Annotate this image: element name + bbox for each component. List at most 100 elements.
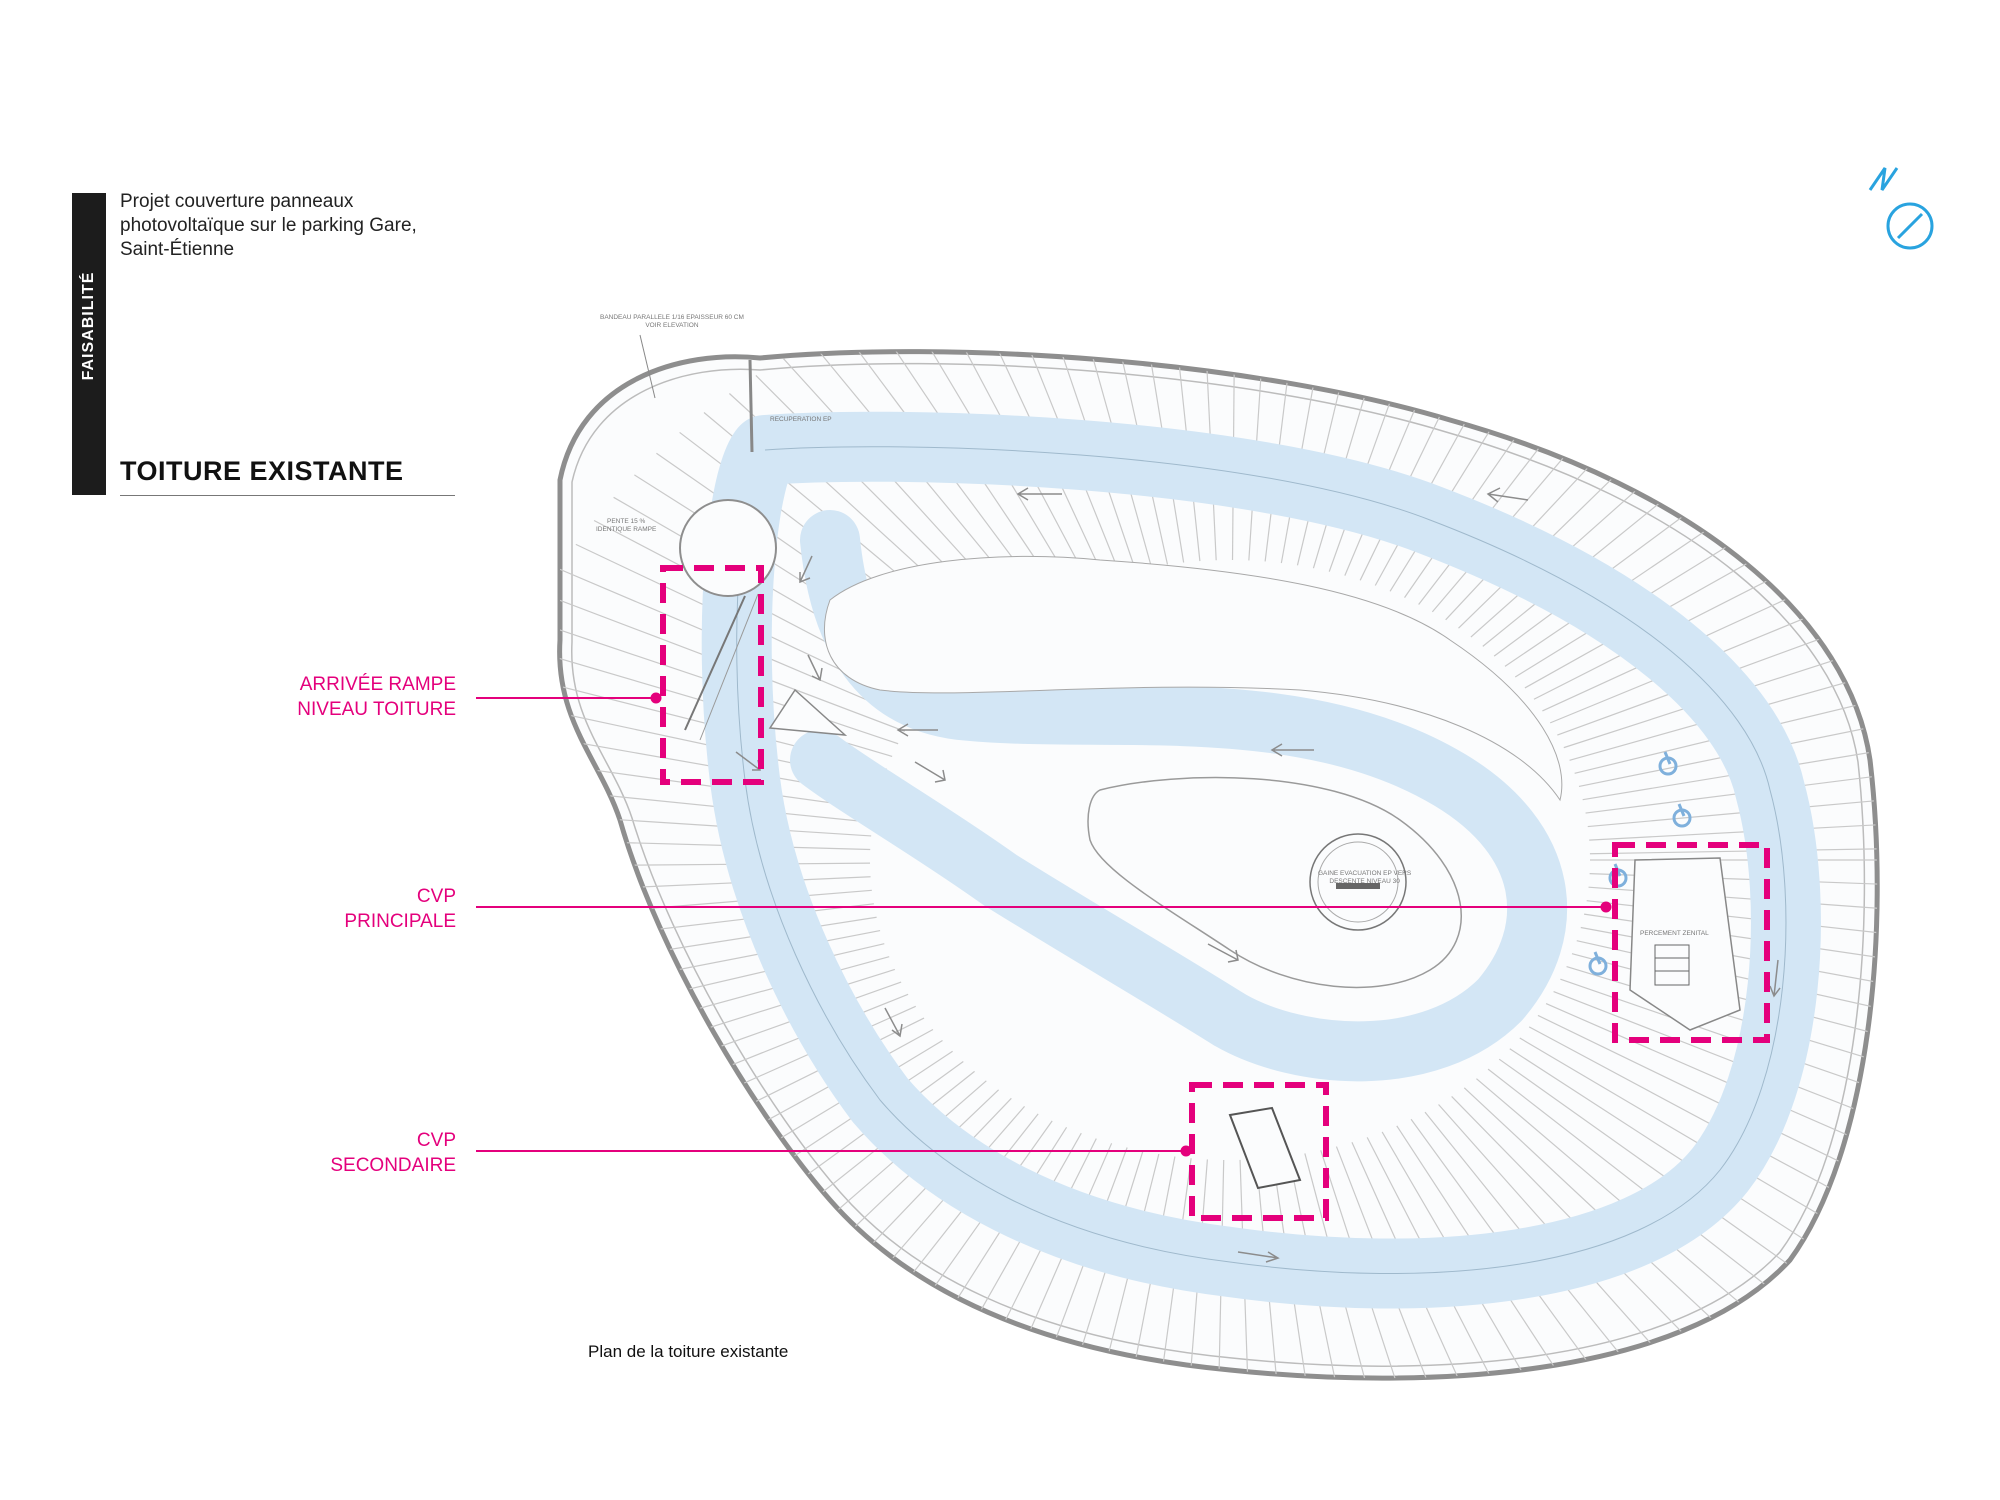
stall-divider [1063,351,1153,568]
bandeau-leader [639,334,656,399]
stall-divider [1255,1159,1287,1379]
arrow-right-icon [1207,943,1239,963]
label-pente: PENTE 15 % IDENTIQUE RAMPE [596,518,656,534]
stall-divider [1528,1026,1862,1206]
drain-grate [1336,883,1380,889]
label-bandeau-1: BANDEAU PARALLELE 1/16 EPAISSEUR 60 CM [600,314,744,321]
stall-divider [1079,1153,1160,1379]
stall-divider [1181,1159,1208,1379]
lane-arrows [735,487,1781,1263]
stall-divider [1487,1068,1776,1293]
stall-divider [1519,1037,1843,1229]
stall-divider [1476,1078,1751,1313]
label-percement: PERCEMENT ZENITAL [1640,930,1709,937]
callout-cvp-sec-line-2: SECONDAIRE [330,1155,456,1176]
stall-divider [1272,1157,1321,1379]
label-bandeau: BANDEAU PARALLELE 1/16 EPAISSEUR 60 CM V… [600,314,744,330]
label-gaine-2: DESCENTE NIVEAU 30 [1329,878,1400,885]
arrow-right-icon [914,761,946,783]
roof-parapet [571,362,1866,1367]
highlight-cvp-secondary [1189,1082,1329,1221]
callout-ramp-line-1: ARRIVÉE RAMPE [299,674,456,695]
stall-divider [1463,1087,1725,1332]
plan-caption: Plan de la toiture existante [588,1342,789,1361]
stall-divider [559,837,871,851]
stall-divider [1216,1159,1225,1379]
label-pente-1: PENTE 15 % [607,518,646,525]
stall-divider [1200,351,1217,561]
arrow-down-icon [1769,959,1781,998]
inner-stall-strip [823,555,1563,802]
stall-divider [1097,351,1169,565]
project-line-2: photovoltaïque sur le parking Gare, [120,215,417,236]
callout-ramp-arrival: ARRIVÉE RAMPE NIVEAU TOITURE [297,672,456,722]
callout-ramp-line-2: NIVEAU TOITURE [297,699,456,720]
highlight-cvp-main [1612,842,1770,1043]
arrow-left-icon [1486,487,1529,503]
project-line-1: Projet couverture panneaux [120,191,354,212]
label-gaine-1: GAINE EVACUATION EP VERS [1318,870,1412,877]
highlight-ramp-arrival [660,565,764,785]
project-description: Projet couverture panneaux photovoltaïqu… [120,190,440,262]
stall-divider [559,781,873,823]
skylight-grid [1654,944,1690,986]
stall-divider [559,809,872,837]
skylight-zone [1629,857,1741,1031]
accessible-icon [1672,803,1692,828]
stall-divider [979,1143,1113,1379]
section-tag-band: FAISABILITÉ [72,193,106,495]
arrow-down-icon [884,1007,903,1038]
drain-shaft-inner [1317,841,1399,923]
stall-divider [1045,1150,1144,1379]
stall-divider [1509,1048,1821,1251]
central-island [1087,776,1462,989]
ramp-separator [748,359,754,453]
callout-cvp-main-line-2: PRINCIPALE [344,911,456,932]
project-line-3: Saint-Étienne [120,239,235,260]
drive-lane-middle [790,510,1568,1082]
stall-divider [1147,1158,1192,1379]
label-recuperation: RECUPERATION EP [770,416,832,423]
stall-divider [1012,1147,1128,1379]
stall-divider [1030,351,1137,571]
ramp-wall-2 [699,593,759,741]
arrow-left-icon [1270,743,1314,757]
arrow-right-icon [1237,1251,1280,1263]
stall-divider [1498,1058,1799,1273]
arrow-down-icon [807,654,823,682]
secondary-shaft [1228,1106,1302,1190]
callout-cvp-main: CVP PRINCIPALE [344,884,456,934]
accessible-icon [1588,951,1608,976]
label-gaine: GAINE EVACUATION EP VERS DESCENTE NIVEAU… [1318,870,1411,886]
stall-divider [1113,1156,1176,1379]
drain-shaft [1309,833,1407,931]
arrow-left-icon [896,723,938,737]
stall-divider [1288,1155,1355,1379]
callout-cvp-secondary: CVP SECONDAIRE [330,1128,456,1178]
leader-ramp-dot [650,692,662,704]
stall-divider [1131,351,1185,563]
stall-divider [1545,1003,1878,1158]
north-arrow-icon [1868,167,1934,250]
drive-lane-outer-edge-a [736,446,1787,1274]
stall-divider [1304,1153,1389,1379]
arrow-left-icon [1016,487,1062,501]
triangle-island [768,688,848,736]
callout-cvp-sec-line-1: CVP [416,1130,456,1151]
stall-divider [559,862,871,868]
label-bandeau-2: VOIR ELEVATION [645,322,699,329]
label-pente-2: IDENTIQUE RAMPE [596,526,657,533]
arrow-down-icon [799,555,813,584]
ramp-wall [684,595,746,731]
stall-divider [1537,1014,1878,1182]
leader-cvp-main-dot [1600,901,1612,913]
stall-divider [559,753,876,810]
section-title: TOITURE EXISTANTE [120,456,404,486]
callout-cvp-main-line-1: CVP [416,886,456,907]
section-divider [120,495,455,496]
stall-divider [1239,1159,1252,1379]
ramp-circle [679,499,777,597]
stall-divider [559,876,871,896]
stall-divider [1165,351,1201,562]
